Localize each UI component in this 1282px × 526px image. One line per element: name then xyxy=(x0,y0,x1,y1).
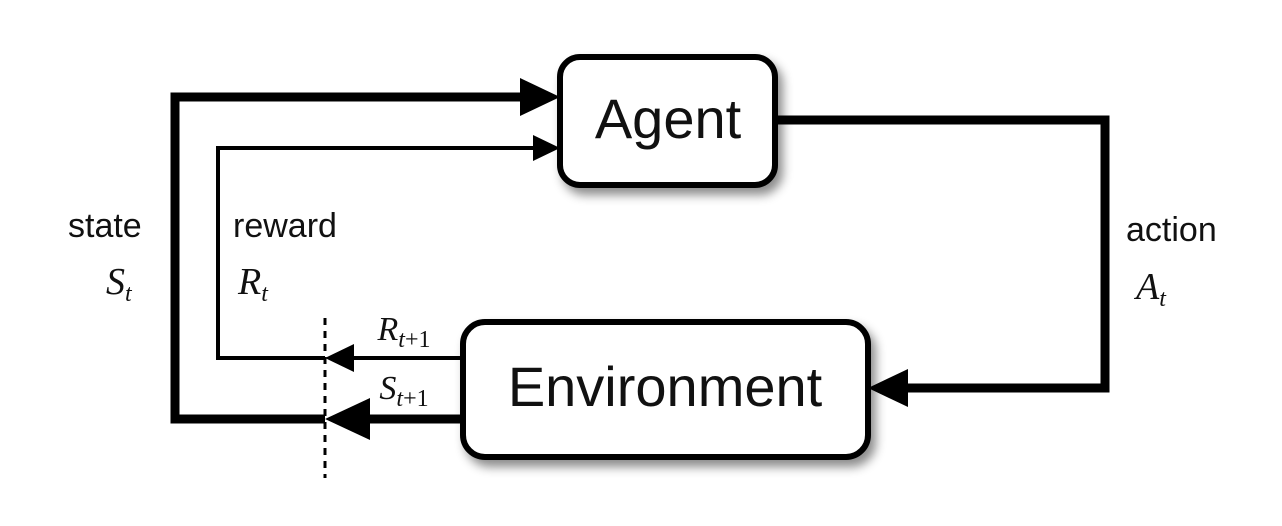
state-next-arrowhead-icon xyxy=(325,398,370,440)
reward-next-sub: t xyxy=(398,327,406,353)
action-symbol-base: A xyxy=(1133,266,1160,308)
agent-box[interactable] xyxy=(557,54,778,188)
reward-symbol-base: R xyxy=(237,261,261,303)
reward-edge-label: reward Rt xyxy=(233,207,337,307)
environment-node[interactable]: Environment xyxy=(460,319,871,460)
state-symbol-sub: t xyxy=(125,281,133,307)
action-label-symbol: At xyxy=(1133,266,1167,312)
state-label-word: state xyxy=(68,207,142,245)
state-next-arrow xyxy=(325,398,463,440)
action-symbol-sub: t xyxy=(1159,286,1167,312)
reward-edge-path xyxy=(216,135,560,360)
state-symbol-base: S xyxy=(106,261,125,303)
agent-label: Agent xyxy=(595,87,742,150)
state-arrowhead-icon xyxy=(520,78,560,116)
environment-box[interactable] xyxy=(460,319,871,460)
action-label-word: action xyxy=(1126,211,1217,249)
action-edge-label: action At xyxy=(1126,211,1217,312)
reward-next-arrowhead-icon xyxy=(325,344,354,372)
environment-label: Environment xyxy=(508,355,823,418)
reward-next-label: Rt+1 xyxy=(377,311,431,353)
reward-next-arrow xyxy=(325,344,463,372)
reward-label-symbol: Rt xyxy=(237,261,269,307)
state-next-sub: t xyxy=(396,386,404,412)
action-edge-path xyxy=(775,115,1110,407)
reward-next-sub-plus: +1 xyxy=(405,327,431,353)
state-next-label: St+1 xyxy=(379,370,428,412)
reward-next-base: R xyxy=(377,311,399,348)
state-edge-label: state St xyxy=(68,207,142,307)
reward-label-word: reward xyxy=(233,207,337,245)
state-next-base: S xyxy=(379,370,396,407)
state-label-symbol: St xyxy=(106,261,133,307)
agent-node[interactable]: Agent xyxy=(557,54,778,188)
action-arrowhead-icon xyxy=(868,369,908,407)
state-next-sub-plus: +1 xyxy=(403,386,429,412)
reward-symbol-sub: t xyxy=(261,281,269,307)
reward-arrowhead-icon xyxy=(533,135,560,161)
state-edge-path xyxy=(170,78,560,424)
